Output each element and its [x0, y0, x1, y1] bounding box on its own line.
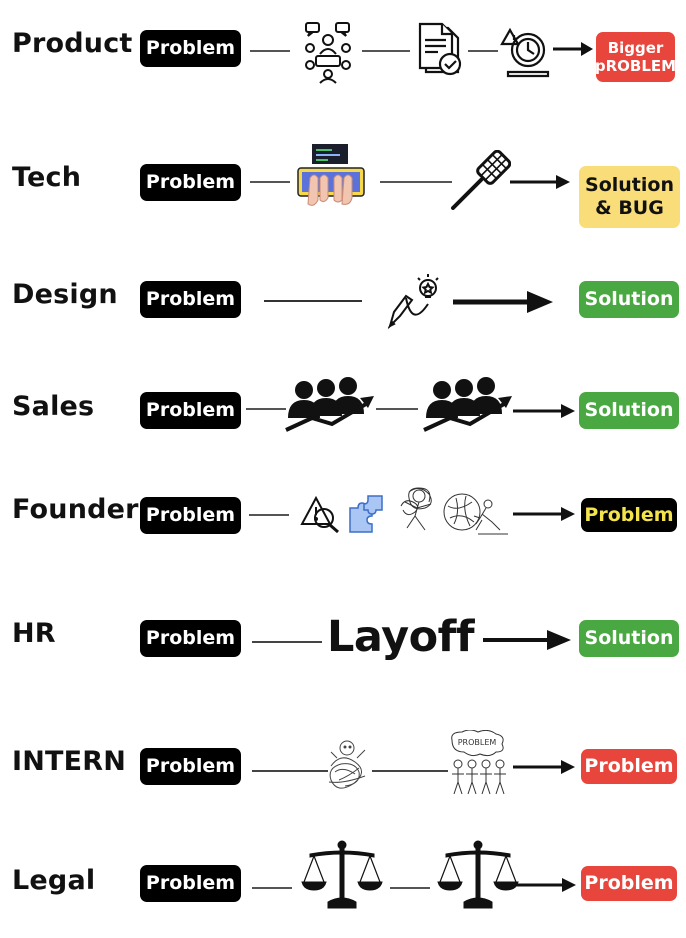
connector-line: [250, 50, 290, 52]
connector-line: [249, 514, 289, 516]
arrow-icon: [513, 404, 575, 418]
result-pill-problem-yellow: Problem: [581, 498, 677, 532]
connector-line: [468, 50, 498, 52]
connector-line: [376, 408, 418, 410]
team-growth-icon: [285, 377, 374, 432]
layoff-text: Layoff: [327, 612, 475, 662]
result-pill-problem-red: Problem: [581, 749, 677, 784]
arrow-icon: [513, 507, 575, 521]
speech-bubble-text: PROBLEM: [458, 738, 497, 747]
arrow-icon: [453, 291, 553, 313]
problem-pill: Problem: [140, 497, 241, 534]
result-pill-solution: Solution: [579, 281, 679, 318]
role-label-product: Product: [12, 28, 133, 59]
result-line-1: Bigger: [607, 39, 664, 57]
result-line-2: & BUG: [595, 197, 664, 219]
boulder-push-sketch-icon: [443, 493, 508, 535]
connector-line: [246, 408, 286, 410]
arrow-icon: [513, 760, 575, 774]
tangled-ball-sketch-icon: [328, 740, 366, 789]
role-label-sales: Sales: [12, 391, 95, 422]
puzzle-icon: [349, 495, 383, 533]
arrow-icon: [553, 42, 593, 56]
result-pill-solution: Solution: [579, 392, 679, 429]
result-pill-problem-red: Problem: [581, 866, 677, 901]
role-label-design: Design: [12, 279, 118, 310]
problem-pill: Problem: [140, 865, 241, 902]
role-label-intern: INTERN: [12, 746, 127, 777]
problem-pill: Problem: [140, 748, 241, 785]
justice-scale-icon: [437, 840, 519, 909]
justice-scale-icon: [301, 840, 383, 909]
typing-keyboard-icon: [297, 144, 365, 206]
arrow-icon: [514, 878, 576, 892]
connector-line: [362, 50, 410, 52]
connector-line: [252, 770, 328, 772]
tangled-person-sketch-icon: [400, 487, 432, 531]
connector-line: [390, 887, 430, 889]
crowd-problem-sketch-icon: PROBLEM: [451, 730, 506, 795]
arrow-icon: [510, 175, 570, 189]
role-label-tech: Tech: [12, 162, 82, 193]
problem-pill: Problem: [140, 281, 241, 318]
pencil-lightbulb-icon: [387, 274, 439, 330]
result-line-1: Solution: [585, 174, 674, 197]
problem-pill: Problem: [140, 620, 241, 657]
role-label-hr: HR: [12, 618, 56, 649]
connector-line: [372, 770, 448, 772]
arrow-icon: [483, 630, 571, 650]
connector-line: [264, 300, 362, 302]
deadline-clock-icon: [500, 27, 550, 78]
result-pill-solution-bug: Solution & BUG: [579, 166, 680, 228]
fly-swatter-icon: [451, 150, 511, 210]
team-growth-icon: [423, 377, 512, 432]
connector-line: [380, 181, 452, 183]
connector-line: [250, 181, 290, 183]
connector-line: [252, 641, 322, 643]
meeting-team-icon: [305, 22, 351, 84]
problem-pill: Problem: [140, 392, 241, 429]
result-pill-solution: Solution: [579, 620, 679, 657]
role-label-founder: Founder: [12, 494, 139, 525]
problem-pill: Problem: [140, 30, 241, 67]
role-label-legal: Legal: [12, 865, 96, 896]
warning-search-icon: [300, 495, 339, 534]
checked-document-icon: [418, 22, 462, 76]
problem-pill: Problem: [140, 164, 241, 201]
result-pill-bigger-problem: Bigger pROBLEM: [594, 32, 677, 82]
connector-line: [252, 887, 292, 889]
result-line-2: pROBLEM: [594, 57, 677, 75]
